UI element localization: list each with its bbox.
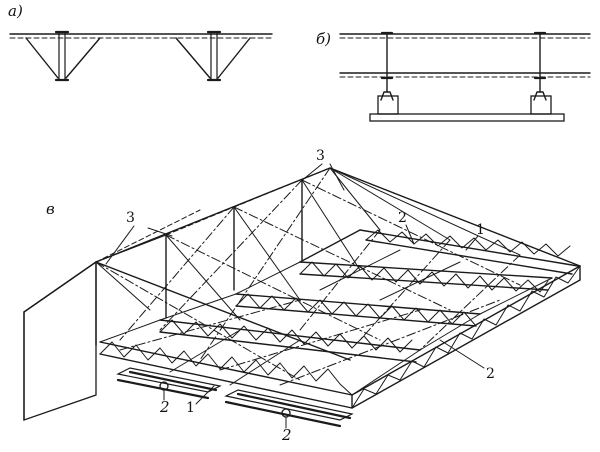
callout-2-right-top: 2 [398, 210, 407, 226]
runway-beams [116, 367, 354, 428]
leader-lines [105, 163, 485, 429]
panel-a-detail: а) [8, 2, 273, 82]
callout-2-left-wheel: 2 [159, 398, 170, 416]
wall-block [23, 260, 97, 421]
callout-3-top: 3 [316, 148, 325, 164]
callout-1-left-bottom: 1 [186, 400, 195, 416]
dashed-braces [95, 167, 521, 386]
panel-v-assembly: в [23, 148, 581, 444]
inner-girders [99, 229, 579, 396]
panel-v-label: в [46, 200, 55, 218]
callout-2-right-bottom: 2 [486, 366, 495, 382]
callout-3-mid: 3 [126, 210, 135, 226]
panel-b-label: б) [316, 30, 331, 48]
panel-a-label: а) [8, 2, 23, 20]
panel-b-detail: б) [316, 30, 591, 122]
callout-2-center-wheel: 2 [281, 426, 292, 444]
callout-1-right-top: 1 [476, 222, 485, 238]
